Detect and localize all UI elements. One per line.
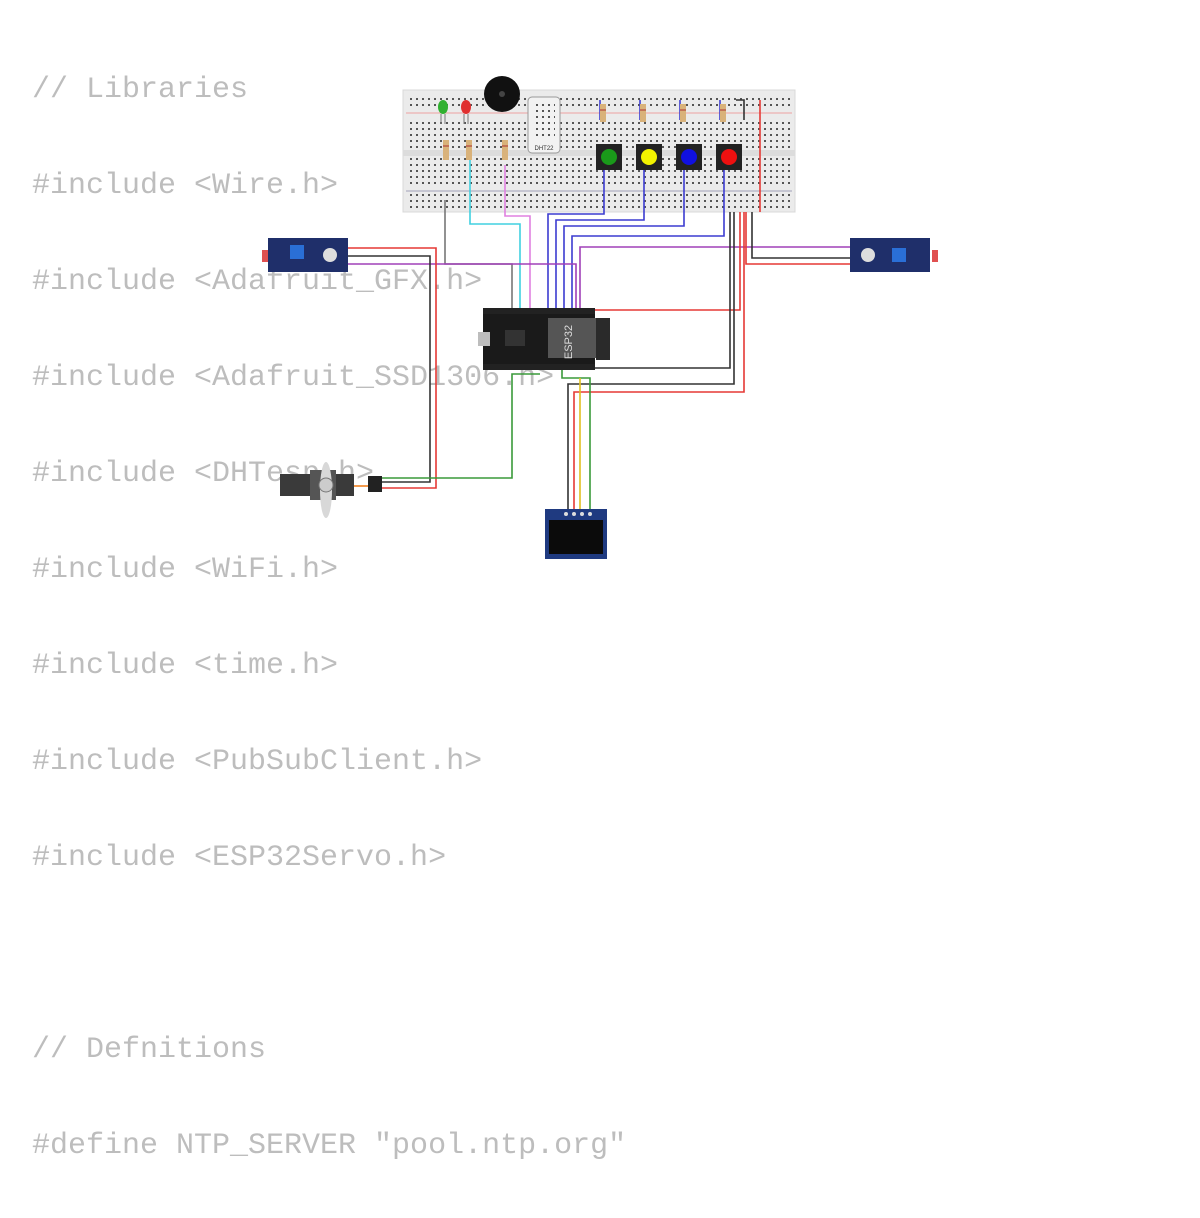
circuit-diagram: DHT22 ESP32 bbox=[262, 76, 938, 559]
push-buttons bbox=[596, 144, 742, 170]
red-led bbox=[461, 100, 471, 124]
code-line: #include <PubSubClient.h> bbox=[32, 745, 483, 779]
oled-display bbox=[545, 509, 607, 559]
code-line: #include <time.h> bbox=[32, 649, 339, 683]
code-line: #include <WiFi.h> bbox=[32, 553, 339, 587]
svg-text:DHT22: DHT22 bbox=[534, 146, 554, 152]
ldr-module-right bbox=[850, 238, 938, 272]
servo-motor bbox=[280, 462, 382, 518]
resistors bbox=[443, 104, 726, 160]
code-line: // Defnitions bbox=[32, 1033, 267, 1067]
power-wires bbox=[345, 99, 850, 512]
code-line: #define NTP_SERVER "pool.ntp.org" bbox=[32, 1129, 627, 1163]
code-line: #include <ESP32Servo.h> bbox=[32, 841, 447, 875]
esp32-board: ESP32 bbox=[478, 308, 610, 370]
breadboard-components: DHT22 bbox=[438, 76, 742, 170]
ldr-module-left bbox=[262, 238, 348, 272]
servo-oled-wires bbox=[382, 370, 591, 512]
green-led bbox=[438, 100, 448, 124]
purple-wires bbox=[345, 246, 850, 310]
dht22-sensor: DHT22 bbox=[527, 96, 561, 154]
code-line: // Libraries bbox=[32, 73, 249, 107]
buzzer bbox=[484, 76, 520, 112]
code-line bbox=[32, 930, 626, 978]
code-line: #include <Wire.h> bbox=[32, 169, 339, 203]
svg-text:ESP32: ESP32 bbox=[563, 325, 575, 359]
